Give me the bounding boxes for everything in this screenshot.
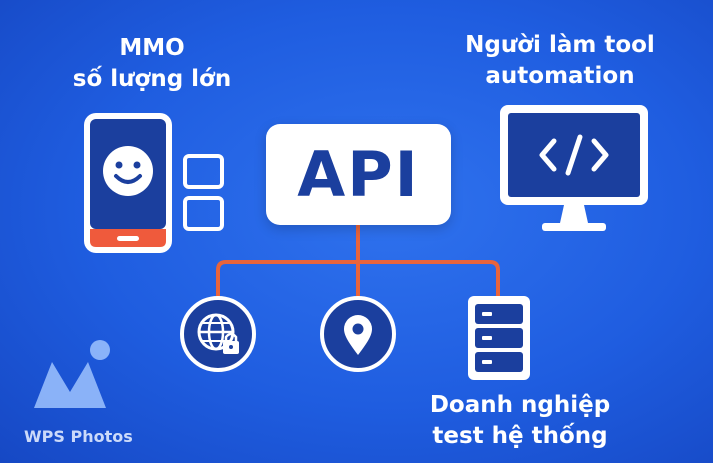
checkbox-squares-icon [183, 154, 224, 231]
wps-photos-logo [34, 340, 110, 408]
label-tool: Người làm tool automation [440, 30, 680, 92]
label-tool-line1: Người làm tool [465, 32, 655, 58]
label-enterprise-line1: Doanh nghiệp [429, 392, 611, 418]
monitor-code-icon [500, 105, 648, 231]
label-mmo-line2: số lượng lớn [72, 66, 232, 92]
watermark-text: WPS Photos [24, 427, 133, 446]
location-pin-icon [320, 296, 396, 372]
label-enterprise: Doanh nghiệp test hệ thống [400, 390, 640, 452]
server-rack-icon [468, 296, 530, 380]
api-box: API [266, 124, 451, 225]
label-mmo: MMO số lượng lớn [42, 33, 262, 95]
smartphone-smiley-icon [84, 113, 172, 253]
globe-lock-icon [180, 296, 256, 372]
label-tool-line2: automation [485, 63, 635, 89]
label-enterprise-line2: test hệ thống [432, 423, 608, 449]
label-mmo-line1: MMO [119, 35, 185, 61]
api-label: API [297, 138, 420, 211]
